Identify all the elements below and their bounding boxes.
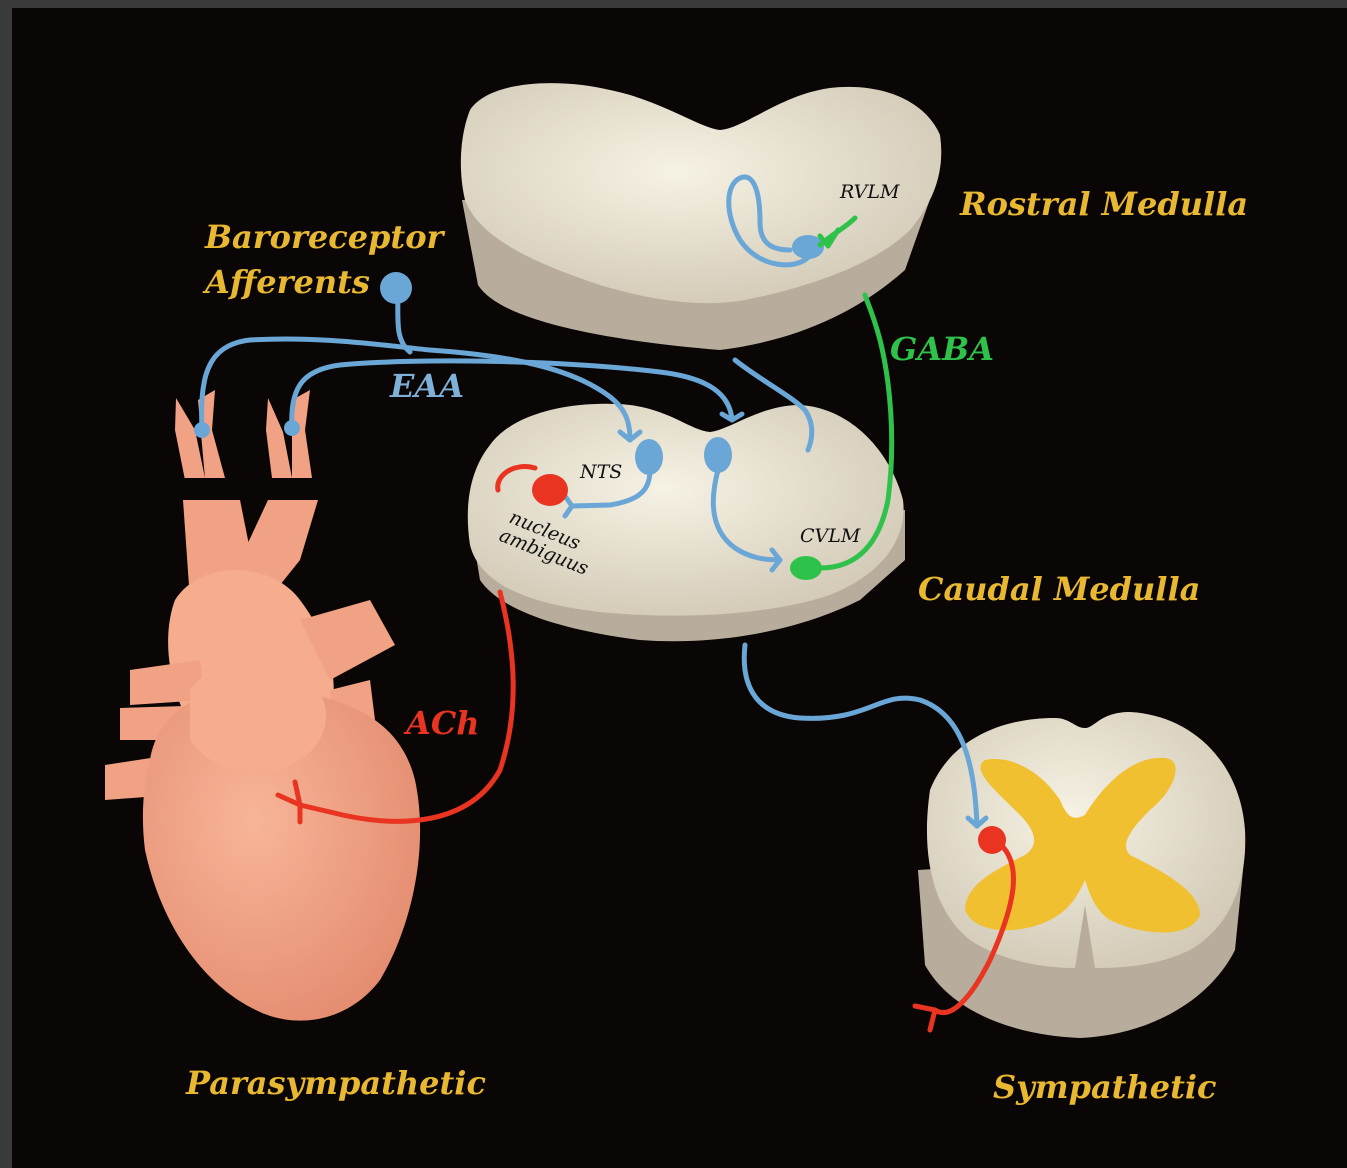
rvlm-label: RVLM bbox=[839, 181, 900, 203]
sympathetic-label: Sympathetic bbox=[993, 1068, 1217, 1106]
baroreceptor-label-line1: Baroreceptor bbox=[204, 218, 446, 256]
neuron-somas-green bbox=[790, 556, 822, 580]
caudal-medulla-label: Caudal Medulla bbox=[918, 570, 1200, 608]
parasympathetic-label: Parasympathetic bbox=[185, 1064, 486, 1102]
baroreceptor-label-line2: Afferents bbox=[202, 263, 370, 301]
eaa-label: EAA bbox=[389, 367, 464, 405]
cvlm-label: CVLM bbox=[800, 525, 861, 547]
ach-label: ACh bbox=[403, 704, 480, 742]
gaba-label: GABA bbox=[890, 330, 994, 368]
nts-label: NTS bbox=[579, 461, 622, 483]
rostral-medulla-label: Rostral Medulla bbox=[959, 185, 1248, 223]
